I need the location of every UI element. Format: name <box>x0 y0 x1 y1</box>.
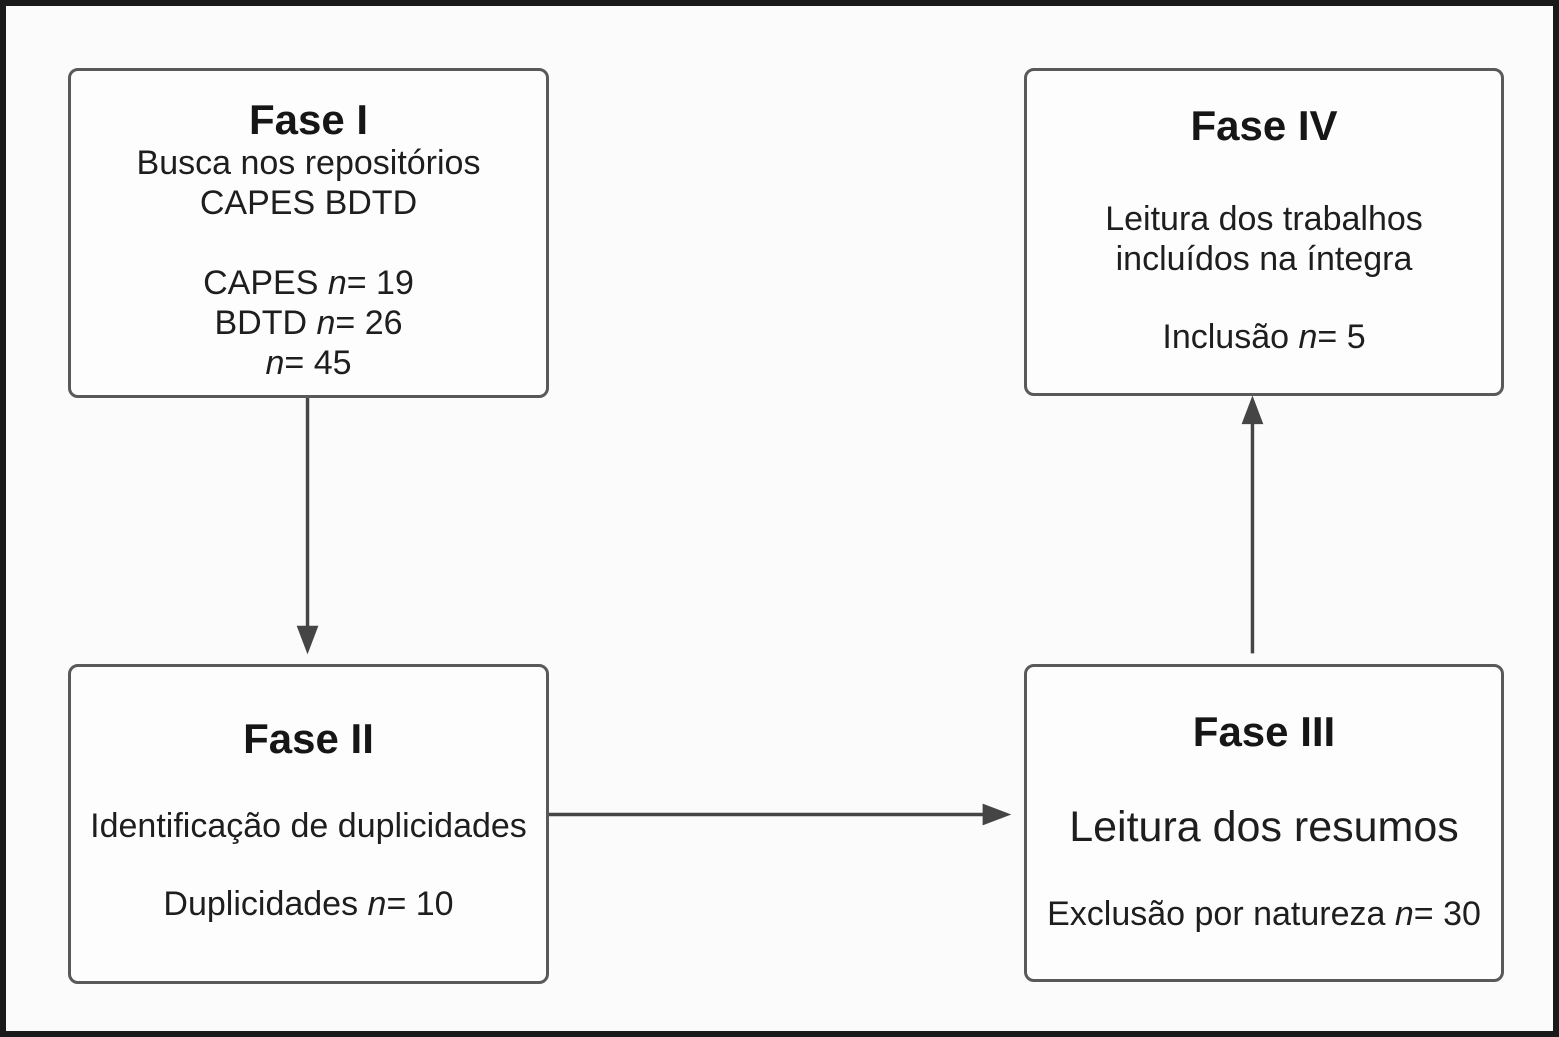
stat-n: n <box>1394 895 1414 933</box>
stat-label: BDTD <box>214 304 317 342</box>
arrow-fase1-to-fase2 <box>296 396 319 655</box>
box-fase-1-stat-total: n= 45 <box>71 343 546 383</box>
box-fase-1-line-2: CAPES BDTD <box>199 184 418 222</box>
stat-label: CAPES <box>203 264 328 302</box>
box-fase-1: Fase I Busca nos repositórios CAPES BDTD… <box>68 68 549 398</box>
stat-value: = 45 <box>284 344 352 382</box>
arrow-fase3-to-fase4 <box>1241 395 1264 654</box>
box-fase-3: Fase III Leitura dos resumos Exclusão po… <box>1024 664 1504 982</box>
stat-value: = 19 <box>346 264 414 302</box>
box-fase-1-title: Fase I <box>248 96 369 143</box>
box-fase-4-line-2: incluídos na íntegra <box>1115 240 1413 278</box>
box-fase-3-line-1: Leitura dos resumos <box>1069 803 1459 851</box>
arrow-fase2-to-fase3 <box>547 803 1012 826</box>
stat-n: n <box>327 264 347 302</box>
box-fase-2: Fase II Identificação de duplicidades Du… <box>68 664 549 984</box>
box-fase-2-line-1: Identificação de duplicidades <box>90 807 527 845</box>
stat-n: n <box>265 344 285 382</box>
box-fase-2-title: Fase II <box>243 715 374 762</box>
box-fase-4-stat: Inclusão n= 5 <box>1027 317 1501 357</box>
box-fase-1-stat-bdtd: BDTD n= 26 <box>71 303 546 343</box>
stat-value: = 26 <box>335 304 403 342</box>
box-fase-4-title: Fase IV <box>1190 102 1338 149</box>
stat-n: n <box>316 304 336 342</box>
stat-label: Duplicidades <box>163 885 368 923</box>
box-fase-4-line-1: Leitura dos trabalhos <box>1105 200 1423 238</box>
box-fase-2-stat: Duplicidades n= 10 <box>71 884 546 924</box>
box-fase-1-stat-capes: CAPES n= 19 <box>71 263 546 303</box>
box-fase-3-title: Fase III <box>1192 708 1336 755</box>
box-fase-3-stat: Exclusão por natureza n= 30 <box>1027 894 1501 934</box>
stat-value: = 10 <box>386 885 454 923</box>
box-fase-1-line-1: Busca nos repositórios <box>136 144 481 182</box>
stat-n: n <box>367 885 387 923</box>
stat-label: Exclusão por natureza <box>1047 895 1395 933</box>
box-fase-4: Fase IV Leitura dos trabalhos incluídos … <box>1024 68 1504 396</box>
stat-label: Inclusão <box>1162 318 1299 356</box>
stat-value: = 30 <box>1413 895 1481 933</box>
stat-value: = 5 <box>1317 318 1366 356</box>
spacer <box>71 223 546 263</box>
stat-n: n <box>1298 318 1318 356</box>
